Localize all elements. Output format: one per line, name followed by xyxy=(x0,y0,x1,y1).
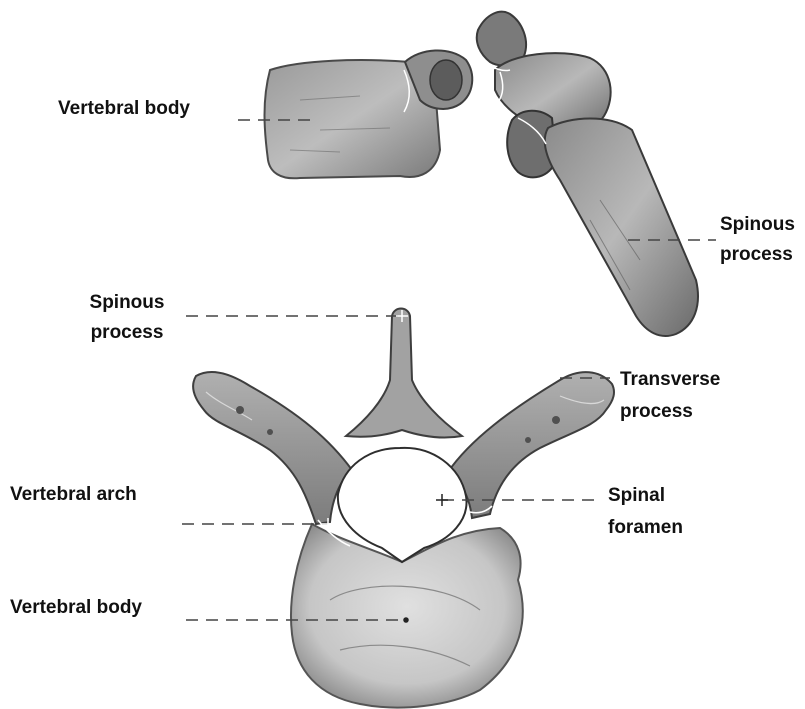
superior-spinous-process-shape xyxy=(346,309,462,438)
superior-vertebra xyxy=(193,309,614,708)
label-superior-vertebral-body: Vertebral body xyxy=(10,595,142,620)
lateral-spinous-process-shape xyxy=(545,119,698,336)
label-spinal-foramen-line2: foramen xyxy=(608,512,683,544)
label-superior-spinous-line2: process xyxy=(72,318,182,348)
label-lateral-spinous-line1: Spinous xyxy=(720,210,795,240)
label-spinal-foramen: Spinal foramen xyxy=(608,480,683,544)
label-lateral-spinous-line2: process xyxy=(720,240,795,270)
lateral-vertebra xyxy=(265,12,698,336)
label-superior-spinous-process: Spinous process xyxy=(72,288,182,348)
label-transverse-process: Transverse process xyxy=(620,364,720,428)
label-superior-spinous-line1: Spinous xyxy=(72,288,182,318)
label-lateral-vertebral-body: Vertebral body xyxy=(58,96,190,121)
label-transverse-line2: process xyxy=(620,396,720,428)
label-spinal-foramen-line1: Spinal xyxy=(608,480,683,512)
label-lateral-spinous-process: Spinous process xyxy=(720,210,795,270)
label-vertebral-arch: Vertebral arch xyxy=(10,482,137,507)
arch-left-shape xyxy=(193,372,352,524)
arch-right-shape xyxy=(448,372,614,518)
label-transverse-line1: Transverse xyxy=(620,364,720,396)
